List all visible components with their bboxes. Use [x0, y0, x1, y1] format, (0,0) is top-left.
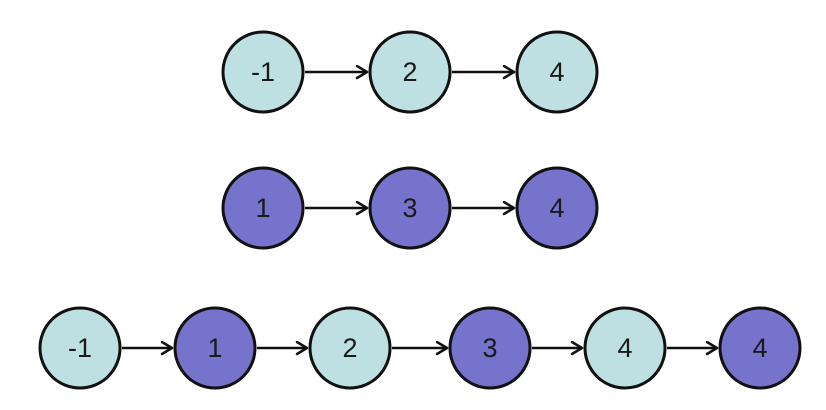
- list-node: 3: [368, 166, 452, 250]
- list-node: -1: [221, 30, 305, 114]
- node-value: 4: [549, 193, 564, 223]
- node-value: 1: [207, 333, 222, 363]
- node-circle: [38, 306, 122, 390]
- list-node: 2: [368, 30, 452, 114]
- node-value: 2: [342, 333, 357, 363]
- node-circle: [718, 306, 802, 390]
- list-node: 4: [515, 166, 599, 250]
- node-circle: [515, 166, 599, 250]
- node-circle: [448, 306, 532, 390]
- node-circle: [173, 306, 257, 390]
- node-value: 2: [402, 57, 417, 87]
- node-value: 4: [549, 57, 564, 87]
- merged-list: -1 1 2 3 4 4: [38, 306, 802, 390]
- node-value: -1: [251, 57, 275, 87]
- list-node: 4: [583, 306, 667, 390]
- node-circle: [368, 166, 452, 250]
- node-value: 4: [617, 333, 632, 363]
- node-value: 3: [482, 333, 497, 363]
- list-node: 1: [173, 306, 257, 390]
- node-circle: [221, 30, 305, 114]
- list-node: 2: [308, 306, 392, 390]
- node-circle: [308, 306, 392, 390]
- list-node: 3: [448, 306, 532, 390]
- node-circle: [368, 30, 452, 114]
- list-node: 1: [221, 166, 305, 250]
- list-node: 4: [515, 30, 599, 114]
- node-value: 1: [255, 193, 270, 223]
- node-value: 4: [752, 333, 767, 363]
- list-node: 4: [718, 306, 802, 390]
- node-circle: [515, 30, 599, 114]
- node-value: -1: [68, 333, 92, 363]
- node-value: 3: [402, 193, 417, 223]
- list-b: 1 3 4: [221, 166, 599, 250]
- list-a: -1 2 4: [221, 30, 599, 114]
- node-circle: [583, 306, 667, 390]
- node-circle: [221, 166, 305, 250]
- list-node: -1: [38, 306, 122, 390]
